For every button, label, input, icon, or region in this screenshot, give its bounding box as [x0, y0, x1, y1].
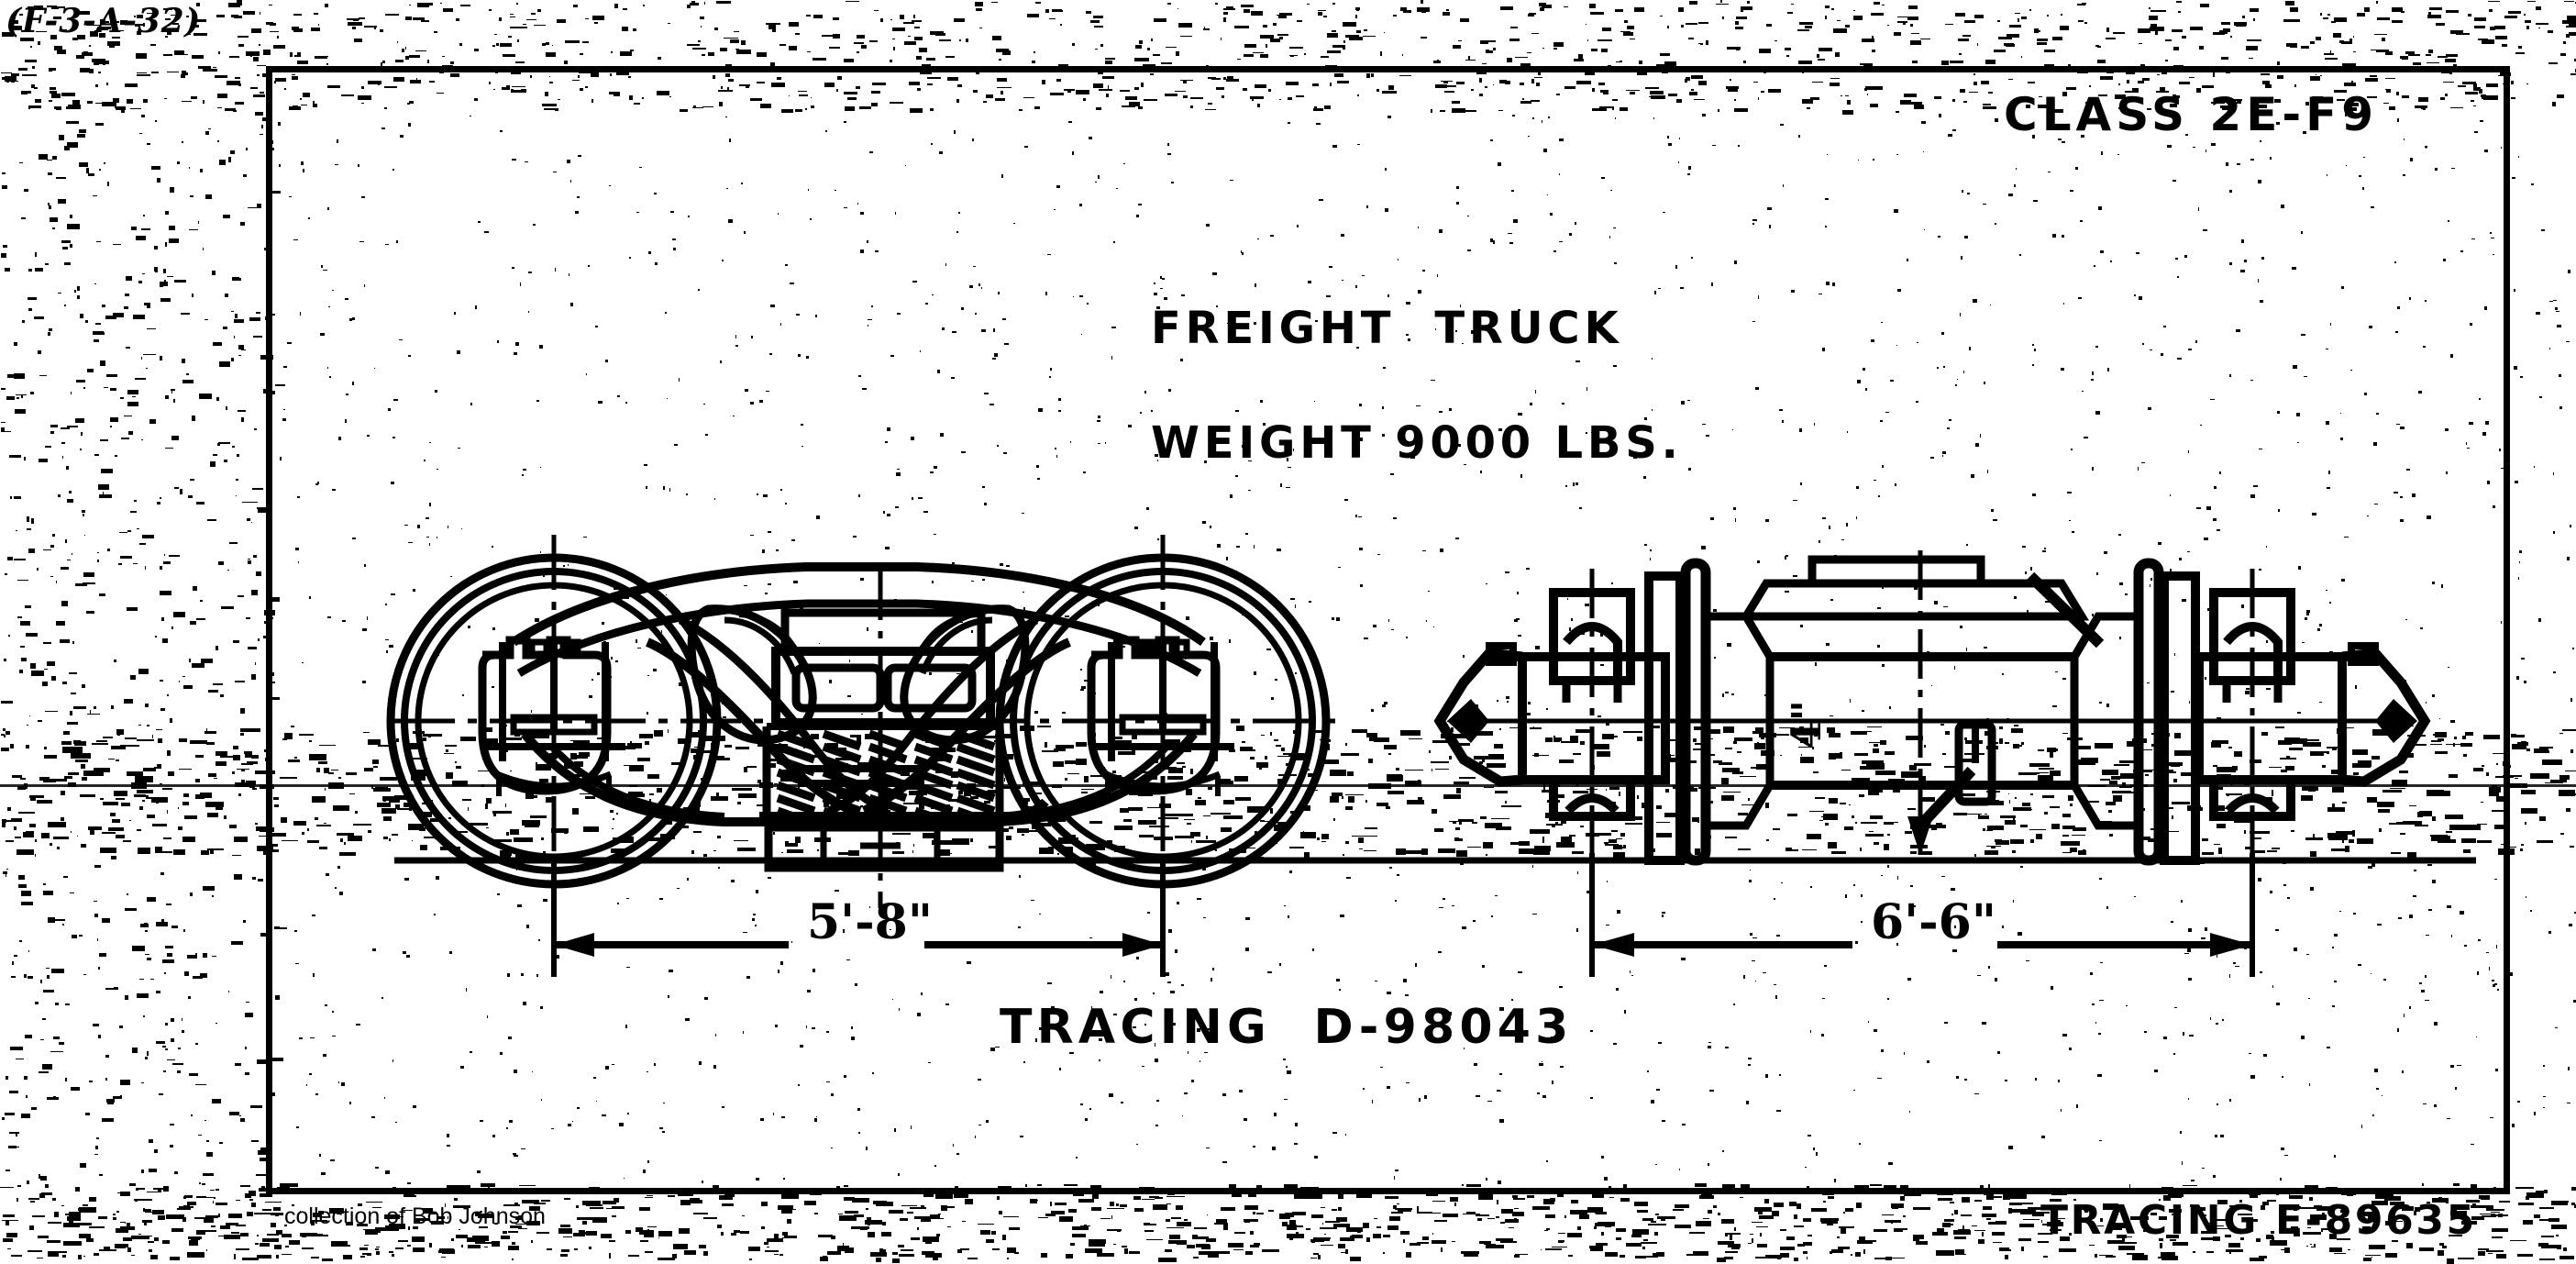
dimension-label-over-wheels: 6'-6": [1871, 894, 1996, 950]
class-label: CLASS 2E-F9: [2004, 88, 2378, 141]
end-journal-right: [2199, 569, 2425, 977]
end-wheel-right: [2139, 563, 2195, 860]
end-wheel-left: [1649, 563, 1706, 860]
tracing-number-center: TRACING D-98043: [1000, 1000, 1574, 1055]
end-journal-left: [1440, 569, 1665, 977]
axle-dimension-note: 4": [1784, 700, 1830, 749]
archive-code-annotation: (F-3-A-32): [6, 2, 201, 40]
collection-credit: collection of Bob Johnson: [284, 1203, 546, 1230]
svg-text:4": 4": [1784, 700, 1830, 749]
dimension-label-wheelbase: 5'-8": [807, 894, 933, 950]
tracing-number-bottom-right: TRACING E-89635: [2040, 1197, 2477, 1244]
drawing-title-line-1: FREIGHT TRUCK: [1151, 303, 1622, 354]
axle-assembly: 4": [1706, 550, 2139, 855]
drawing-title-line-2: WEIGHT 9000 LBS.: [1151, 417, 1683, 469]
